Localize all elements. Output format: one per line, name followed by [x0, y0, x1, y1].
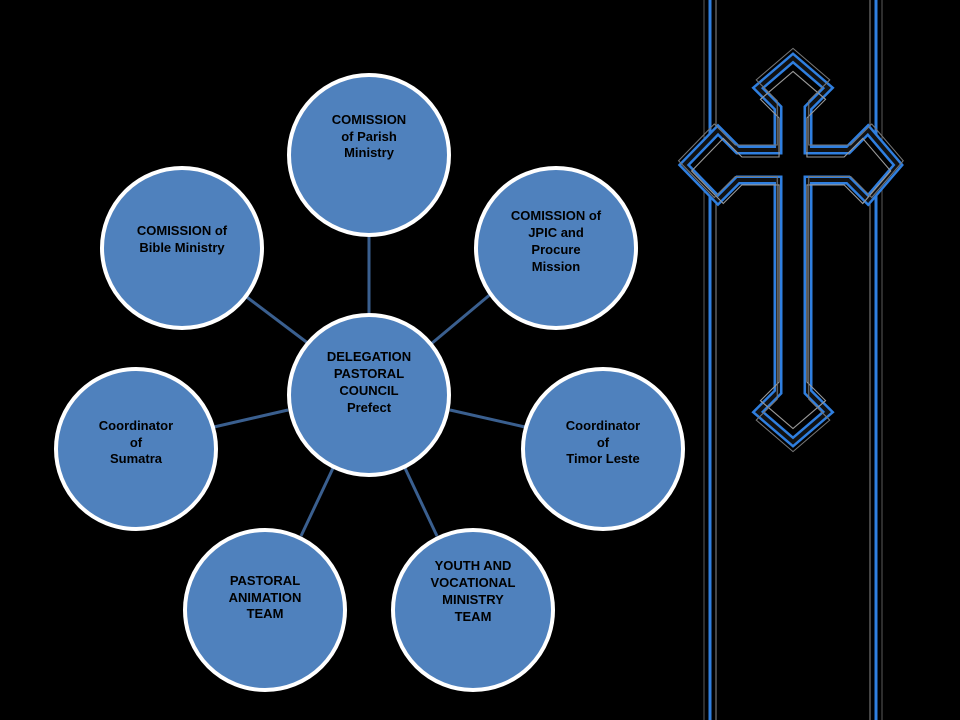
node-label: COMISSION of Parish Ministry	[331, 111, 407, 161]
node-coordinator-sumatra: Coordinator of Sumatra	[54, 367, 218, 531]
connector-timor	[449, 408, 526, 429]
connector-animation	[299, 465, 336, 537]
node-comission-parish-ministry: COMISSION of Parish Ministry	[287, 73, 451, 237]
node-delegation-pastoral-council: DELEGATION PASTORAL COUNCIL Prefect	[287, 313, 451, 477]
right-border-lines	[869, 0, 883, 720]
connector-bible	[243, 293, 310, 346]
node-coordinator-timor-leste: Coordinator of Timor Leste	[521, 367, 685, 531]
node-comission-jpic: COMISSION of JPIC and Procure Mission	[474, 166, 638, 330]
cross-icon	[677, 47, 904, 453]
node-label: YOUTH AND VOCATIONAL MINISTRY TEAM	[430, 558, 516, 624]
node-label: Coordinator of Timor Leste	[565, 417, 641, 467]
connector-jpic	[430, 291, 493, 346]
connector-youth	[402, 465, 439, 537]
node-label: PASTORAL ANIMATION TEAM	[228, 572, 302, 622]
node-label: Coordinator of Sumatra	[98, 417, 174, 467]
left-border-lines	[703, 0, 717, 720]
node-comission-bible-ministry: COMISSION of Bible Ministry	[100, 166, 264, 330]
node-label: COMISSION of JPIC and Procure Mission	[510, 208, 602, 274]
node-label: COMISSION of Bible Ministry	[136, 223, 228, 255]
node-youth-vocational-team: YOUTH AND VOCATIONAL MINISTRY TEAM	[391, 528, 555, 692]
connector-sumatra	[213, 408, 289, 429]
center-label: DELEGATION PASTORAL COUNCIL Prefect	[326, 349, 412, 415]
node-pastoral-animation-team: PASTORAL ANIMATION TEAM	[183, 528, 347, 692]
